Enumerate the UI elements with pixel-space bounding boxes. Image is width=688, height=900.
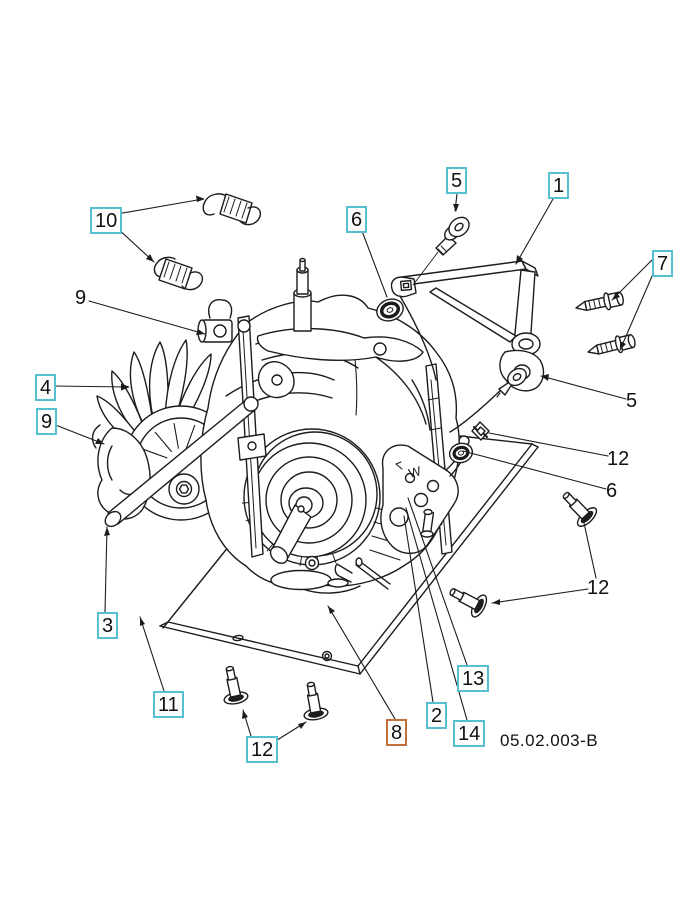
callout-9-box: 9 [36,408,58,435]
grommet-top [376,298,404,322]
callout-6-boxed: 6 [346,206,368,233]
fan-hub [168,473,200,505]
callout-5-box: 5 [446,167,468,194]
leader-arrowheads [95,195,626,729]
callout-9-upper: 9 [75,287,87,309]
mounting-bracket [390,260,545,433]
brake-rod [104,396,259,528]
callout-5-plain: 5 [626,390,638,412]
callout-7: 7 [652,250,674,277]
callout-12-box: 12 [246,736,279,763]
drawing-number: 05.02.003-B [500,731,599,750]
callout-8: 8 [386,719,408,746]
callout-4-box: 4 [35,374,57,401]
callout-9-boxed: 9 [36,408,58,435]
flange-bolt-12-b2 [297,679,330,723]
top-linkage [256,327,424,362]
extension-spring-upper [202,193,262,226]
callout-14-box: 14 [453,720,486,747]
callout-10-box: 10 [90,207,123,234]
callout-13-box: 13 [457,665,490,692]
hex-bolt-top [412,216,470,286]
shoulder-bolt-7b [585,331,638,361]
callout-5-boxed: 5 [446,167,468,194]
under-housing-parts [304,555,391,590]
flange-bolt-12-right [555,484,601,530]
callout-7-box: 7 [652,250,674,277]
callout-11-box: 11 [153,691,184,718]
part-marking-w: W [407,463,423,481]
callout-6-plain: 6 [606,480,618,502]
bell-crank [257,361,295,399]
callout-2-box: 2 [426,702,448,729]
callout-3: 3 [97,612,119,639]
output-pulley [241,428,381,591]
callout-14: 14 [453,720,486,747]
input-shaft [293,257,312,332]
callout-13: 13 [457,665,490,692]
callout-10: 10 [90,207,123,234]
grommet-right [448,442,474,464]
callout-4: 4 [35,374,57,401]
base-plate [159,435,539,675]
flange-bolt-12-mid [444,579,491,620]
control-lever [237,315,267,558]
callout-12-plain-upper: 12 [607,448,630,470]
callout-12-plain-lower: 12 [587,577,610,599]
extension-spring-lower [153,256,204,291]
callout-8-box: 8 [386,719,408,746]
square-clip-12 [471,421,490,441]
bracket-bolt [496,367,527,398]
callout-6-box: 6 [346,206,368,233]
callout-1: 1 [548,172,570,199]
callout-2: 2 [426,702,448,729]
callout-11: 11 [153,691,184,718]
callout-3-box: 3 [97,612,119,639]
flange-bolt-12-b1 [216,663,250,707]
callout-1-box: 1 [548,172,570,199]
callout-12-boxed: 12 [246,736,279,763]
leader-lines [52,193,657,743]
